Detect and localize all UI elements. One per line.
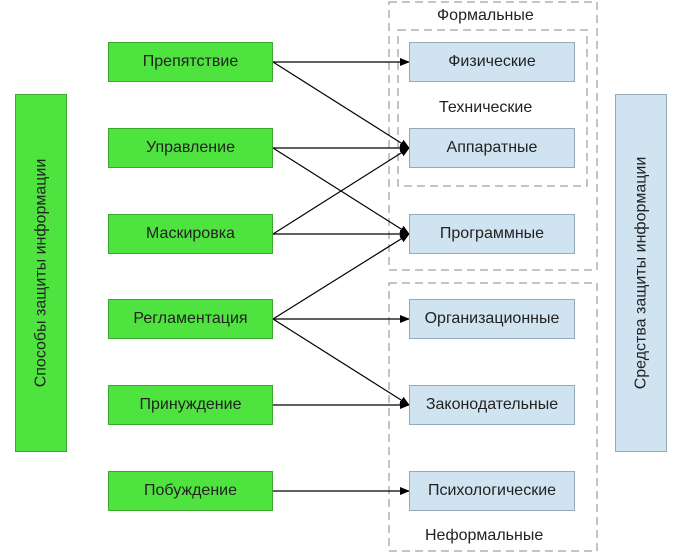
method-box-pobuzhdenie: Побуждение (108, 471, 273, 511)
informal-group-frame (388, 282, 598, 552)
arrow-4-to-5 (272, 318, 410, 406)
method-box-upravlenie: Управление (108, 128, 273, 168)
link-layer (272, 58, 410, 495)
method-box-prinuzhdenie: Принуждение (108, 385, 273, 425)
method-box-maskirovka: Маскировка (108, 214, 273, 254)
method-box-prepyatstvie: Препятствие (108, 42, 273, 82)
methods-title: Способы защиты информации (32, 158, 49, 388)
methods-title-box: Способы защиты информации (15, 94, 67, 452)
formal-group-frame (388, 1, 598, 271)
arrow-1-to-2 (272, 61, 410, 149)
means-title-box: Средства защиты информации (615, 94, 667, 452)
means-box-zakonodatelnye: Законодательные (409, 385, 575, 425)
means-title: Средства защиты информации (632, 156, 650, 390)
technical-group-label: Технические (439, 99, 533, 116)
method-box-reglamentatsiya: Регламентация (108, 299, 273, 339)
means-box-organizatsionnye: Организационные (409, 299, 575, 339)
means-box-fizicheskie: Физические (409, 42, 575, 82)
means-box-psikhologicheskie: Психологические (409, 471, 575, 511)
means-box-programmnye: Программные (409, 214, 575, 254)
formal-group-label: Формальные (437, 7, 534, 24)
technical-group-frame (397, 29, 588, 187)
arrow-4-to-3 (272, 233, 410, 320)
informal-group-label: Неформальные (425, 527, 544, 544)
arrow-3-to-2 (272, 147, 410, 235)
means-box-apparatnye: Аппаратные (409, 128, 575, 168)
